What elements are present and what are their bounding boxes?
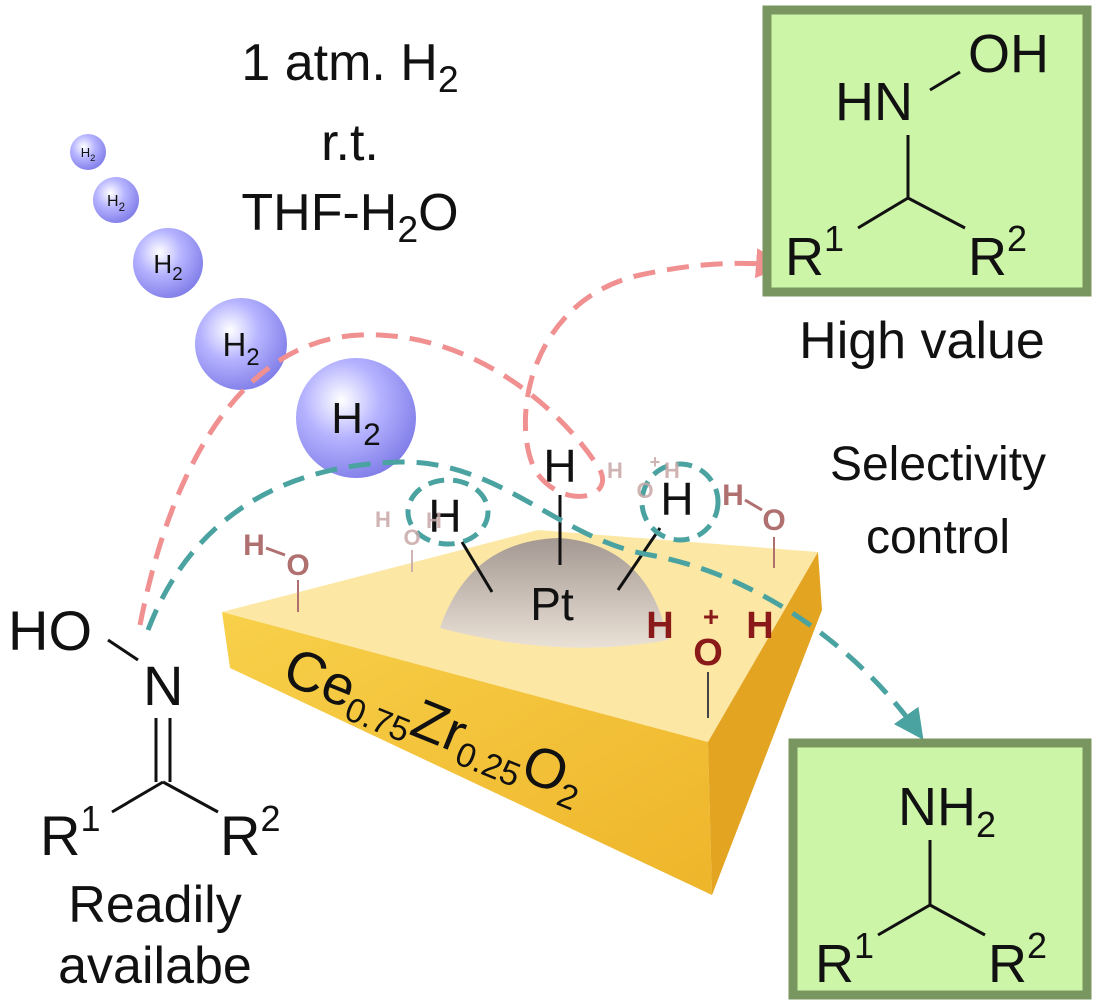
svg-text:H: H: [426, 508, 442, 533]
substituent-r1: R1: [785, 218, 844, 287]
svg-text:+: +: [650, 452, 661, 472]
svg-text:control: control: [866, 511, 1010, 564]
substituent-r1: R1: [815, 925, 874, 994]
product-box: [762, 5, 1092, 297]
surface-oh: H O + H: [607, 452, 680, 503]
condition-solvent: THF-H2O: [241, 184, 458, 250]
oxime-reactant: HO N R1 R2 Readily availabe: [8, 599, 280, 995]
h2-bubble: H2: [296, 358, 416, 478]
svg-text:H: H: [607, 458, 623, 483]
h2-bubbles: H2 H2 H2 H2 H2: [70, 134, 416, 478]
surface-hydroxyls: H O H O H H O + H H O H O + H: [243, 452, 786, 718]
svg-text:H2: H2: [81, 145, 96, 163]
reaction-conditions: 1 atm. H2 r.t. THF-H2O: [241, 34, 458, 250]
hydroxylamine-pathway-arrow: [137, 248, 786, 626]
substituent-r2: R2: [988, 925, 1047, 994]
surface-oh: H O H: [375, 507, 442, 572]
surface-oh: H O: [722, 479, 786, 568]
reactant-caption: Readily: [68, 876, 241, 934]
surface-oh: H O: [243, 529, 310, 612]
selectivity-label: Selectivity control: [830, 438, 1046, 564]
svg-text:H: H: [646, 605, 673, 647]
substituent-r2: R2: [220, 798, 280, 867]
substituent-r2: R2: [968, 218, 1027, 287]
ceria-zirconia-support: Ce0.75Zr0.25O2: [222, 530, 822, 895]
svg-text:H2: H2: [153, 249, 182, 284]
amine-product: NH2 R1 R2: [788, 738, 1092, 1000]
svg-text:H2: H2: [331, 394, 380, 452]
oxime-nitrogen: N: [143, 654, 183, 717]
hydride-atom: H: [660, 473, 693, 525]
reactant-caption: availabe: [58, 937, 252, 995]
condition-pressure: 1 atm. H2: [241, 34, 458, 100]
pt-label: Pt: [530, 578, 574, 630]
condition-temperature: r.t.: [321, 114, 379, 172]
svg-text:O: O: [403, 525, 420, 550]
product-box: [788, 738, 1092, 1000]
svg-text:H: H: [664, 458, 680, 483]
product-caption: High value: [799, 312, 1045, 370]
product-hydroxyl-group: OH: [968, 24, 1049, 84]
svg-text:Selectivity: Selectivity: [830, 438, 1046, 491]
h2-bubble: H2: [93, 177, 139, 223]
svg-text:H: H: [746, 605, 773, 647]
hydride-atom: H: [428, 490, 461, 542]
h2-bubble: H2: [195, 298, 287, 390]
svg-text:+: +: [703, 601, 719, 632]
hydroxylamine-product: HN OH R1 R2 High value: [762, 5, 1092, 370]
h2-bubble: H2: [70, 134, 106, 170]
support-left-face: [222, 612, 712, 895]
h2-bubble: H2: [133, 228, 203, 298]
svg-text:H2: H2: [222, 326, 259, 371]
svg-text:H2: H2: [107, 193, 125, 214]
product-amine-group: HN: [835, 72, 913, 132]
svg-text:H: H: [375, 507, 391, 532]
svg-text:H: H: [722, 479, 744, 512]
substituent-r1: R1: [40, 798, 100, 867]
svg-text:O: O: [636, 478, 653, 503]
support-right-face: [708, 552, 822, 895]
svg-text:O: O: [286, 549, 309, 582]
amine-pathway-arrow: [145, 459, 924, 740]
svg-text:O: O: [693, 632, 723, 674]
oxime-hydroxyl: HO: [8, 599, 92, 662]
surface-hydronium: H O + H: [646, 601, 774, 718]
svg-text:O: O: [762, 504, 785, 537]
svg-text:H: H: [243, 529, 265, 562]
pt-particle: Pt H H H: [405, 440, 721, 648]
product-amine-group: NH2: [898, 777, 996, 845]
